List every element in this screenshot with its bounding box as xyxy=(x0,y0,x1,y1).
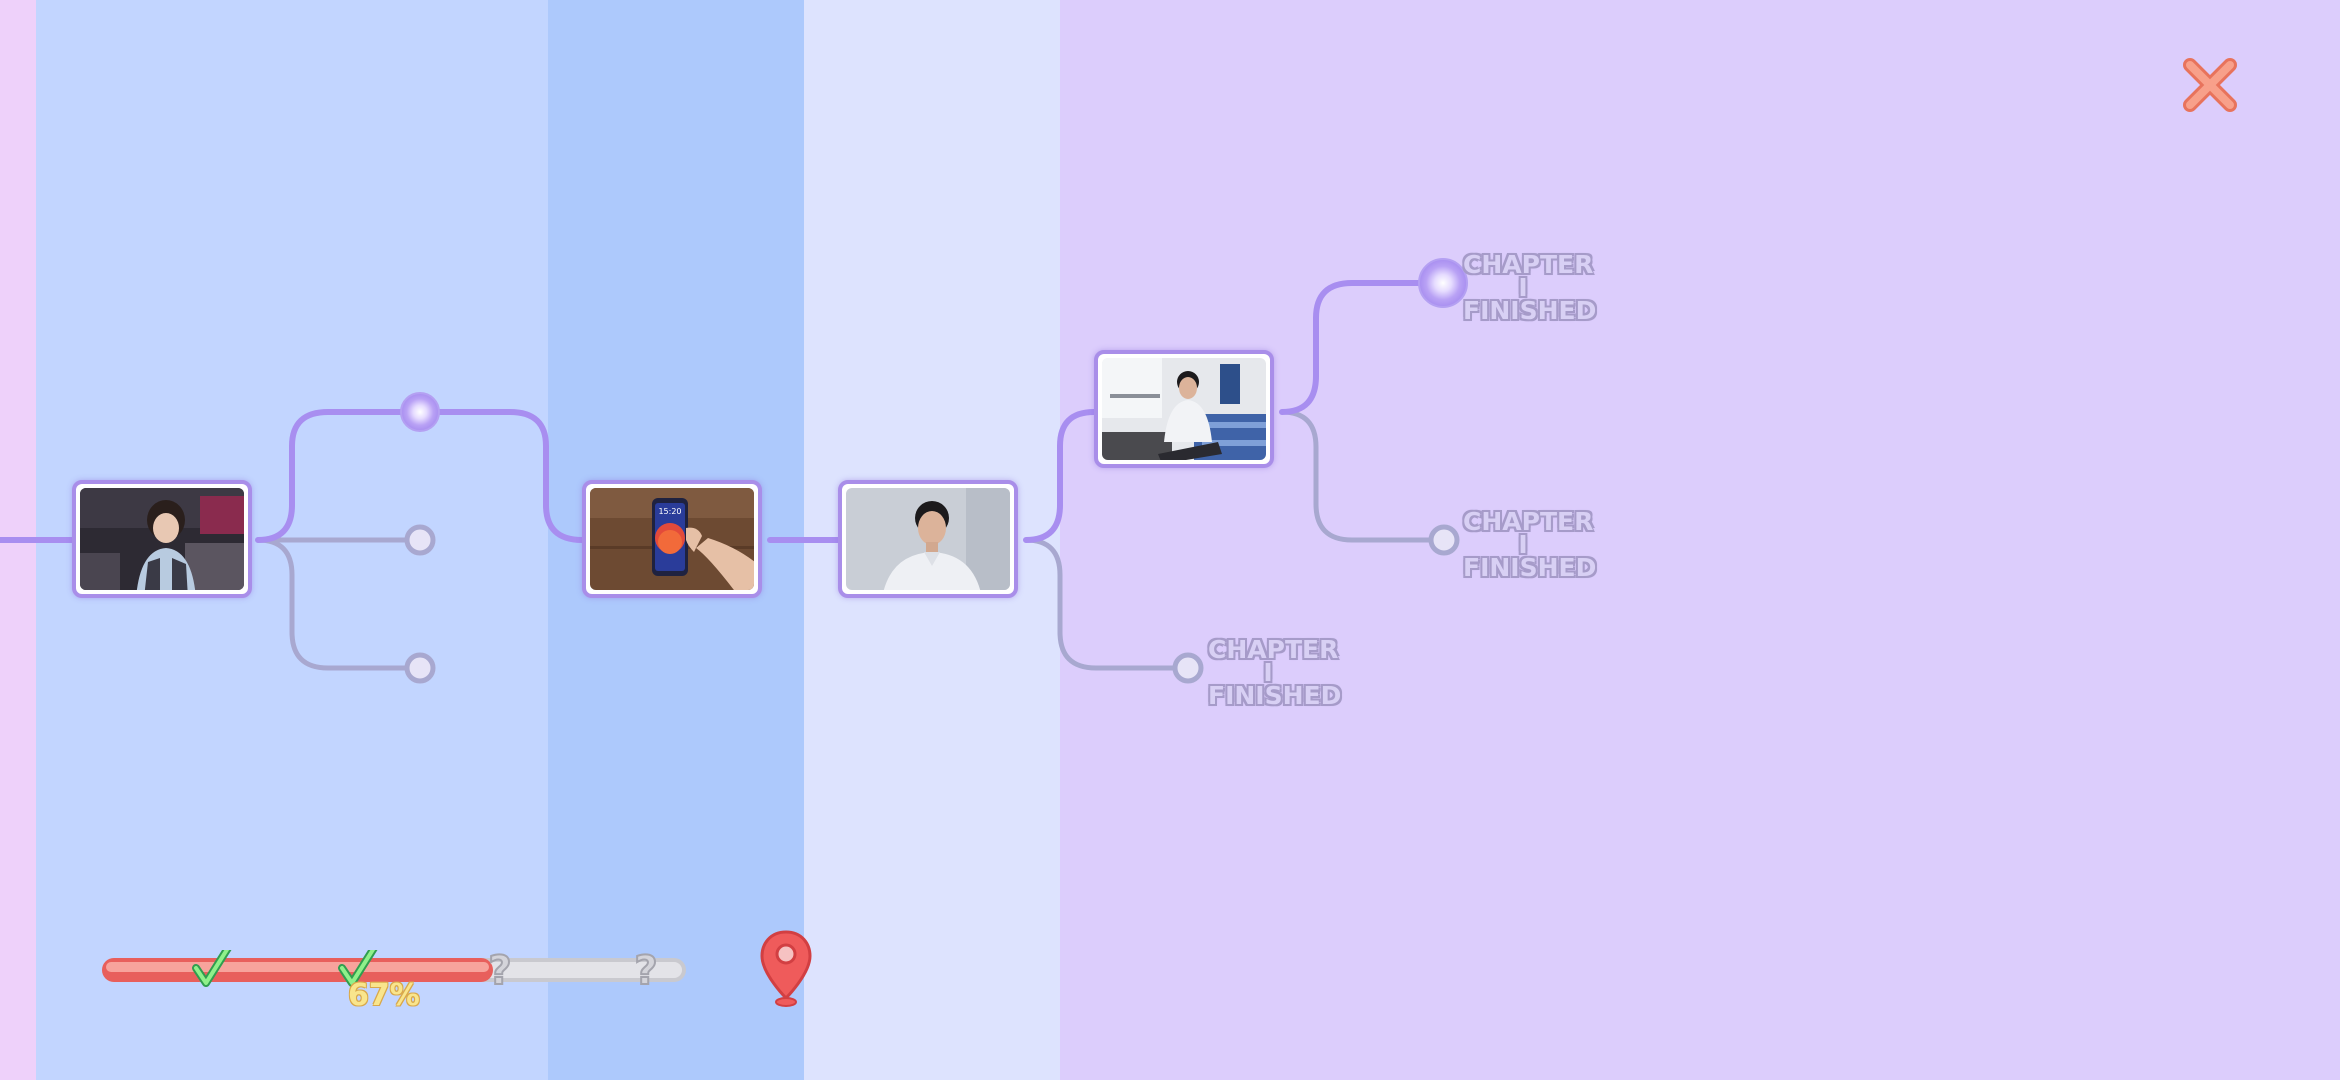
scene-man-on-bed[interactable] xyxy=(1094,350,1274,468)
choice-node-active-1[interactable] xyxy=(400,392,440,432)
progress-percent-label: 67% xyxy=(348,978,420,1013)
chapter-progress-bar: ? ? xyxy=(100,944,690,995)
ending-label-3-line1: CHAPTER xyxy=(1208,635,1339,664)
band-4 xyxy=(1060,0,2340,1080)
location-pin-button[interactable] xyxy=(758,928,814,1008)
inactive-paths xyxy=(255,409,1437,671)
ending-label-1-line1: CHAPTER xyxy=(1463,250,1594,279)
close-button[interactable] xyxy=(2180,55,2240,115)
scene-phone-in-hand[interactable]: 15:20 xyxy=(582,480,762,598)
ending-label-1-line2: I xyxy=(1518,273,1528,302)
ending-label-3-line3: FINISHED xyxy=(1208,681,1342,710)
active-paths xyxy=(0,280,1427,543)
scene-man-white-shirt[interactable] xyxy=(838,480,1018,598)
ending-label-3: CHAPTER I FINISHED xyxy=(1208,635,1342,710)
ending-label-2-line2: I xyxy=(1518,530,1528,559)
scene-man-on-bed-image xyxy=(1102,358,1266,460)
checkpoint-1-check-icon xyxy=(192,944,232,987)
close-x-icon xyxy=(2183,58,2237,112)
location-pin-icon xyxy=(760,930,812,1007)
choice-node-active-2[interactable] xyxy=(1418,258,1468,308)
checkpoint-2-check-icon xyxy=(338,944,378,987)
ending-label-3-line2: I xyxy=(1263,658,1273,687)
choice-node-inactive-1[interactable] xyxy=(404,524,436,556)
ending-label-2-line1: CHAPTER xyxy=(1463,507,1594,536)
ending-label-2: CHAPTER I FINISHED xyxy=(1463,507,1597,582)
scene-man-white-shirt-image xyxy=(846,488,1010,590)
progress-fill-highlight xyxy=(106,962,489,972)
ending-label-2-line3: FINISHED xyxy=(1463,553,1597,582)
phone-clock: 15:20 xyxy=(658,507,681,516)
choice-node-inactive-2[interactable] xyxy=(404,652,436,684)
scene-phone-in-hand-image: 15:20 xyxy=(590,488,754,590)
ending-label-1-line3: FINISHED xyxy=(1463,296,1597,325)
checkpoint-3-unknown-icon: ? xyxy=(488,950,511,990)
choice-node-inactive-4[interactable] xyxy=(1428,524,1460,556)
scene-girl-backpack[interactable] xyxy=(72,480,252,598)
scene-girl-backpack-image xyxy=(80,488,244,590)
checkpoint-4-unknown-icon: ? xyxy=(634,950,657,990)
choice-node-inactive-3[interactable] xyxy=(1172,652,1204,684)
ending-label-1: CHAPTER I FINISHED xyxy=(1463,250,1597,325)
